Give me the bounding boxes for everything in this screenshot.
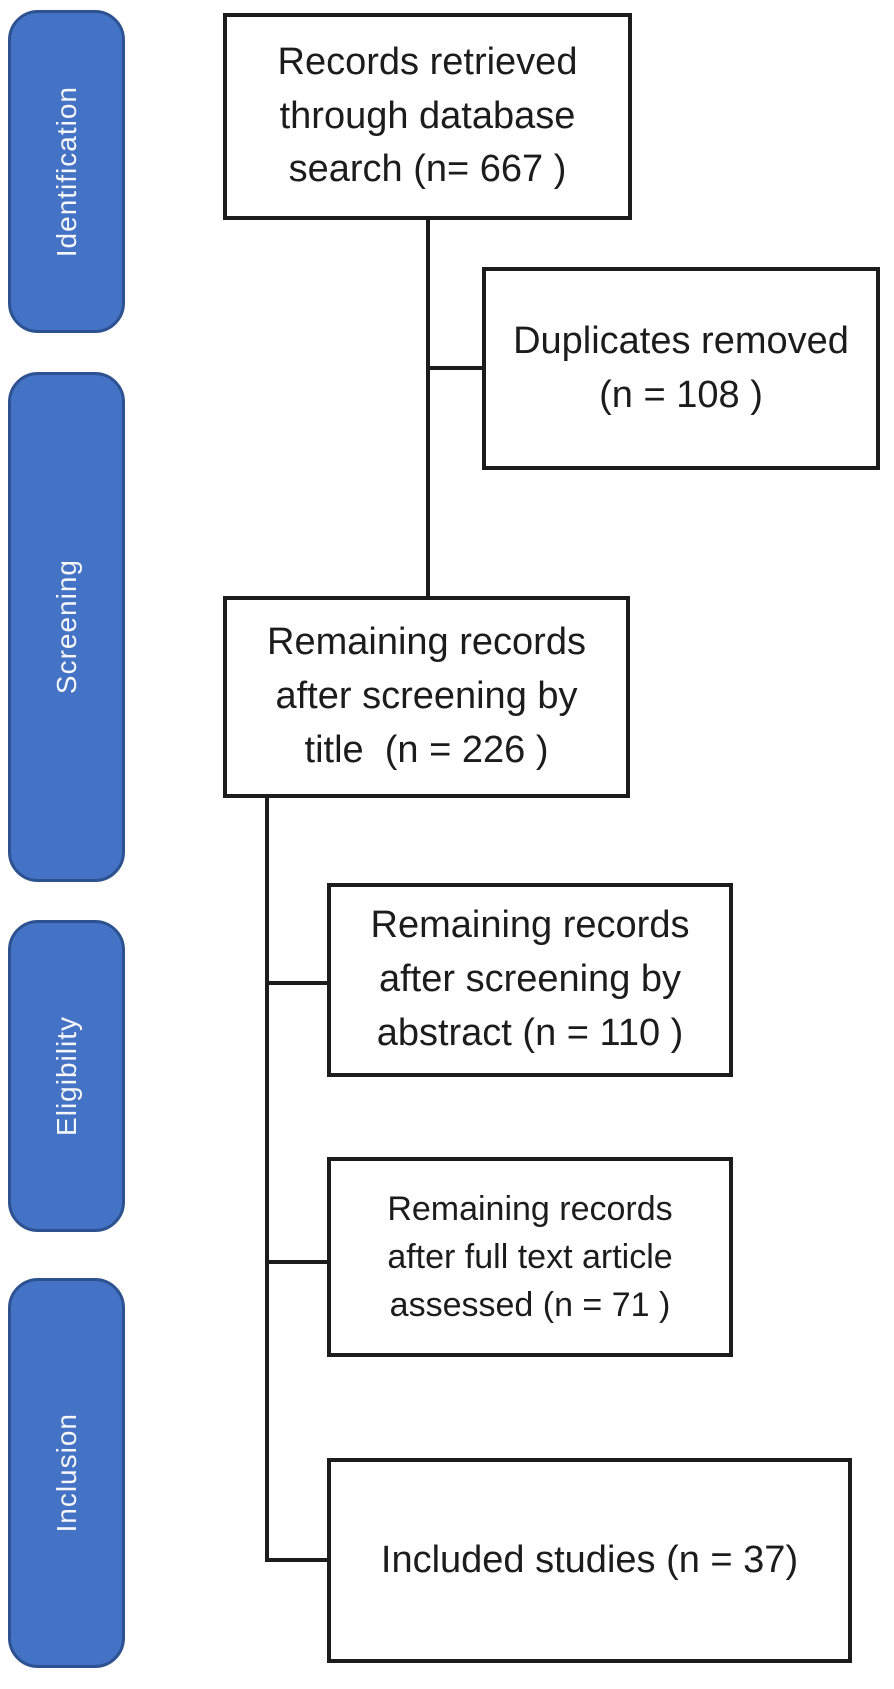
stage-identification: Identification: [8, 10, 125, 333]
flow-box-screened-by-title: Remaining records after screening by tit…: [223, 596, 630, 798]
connector-branch-abstract-screening: [265, 981, 327, 985]
flow-box-text-line: after screening by: [378, 958, 682, 1001]
flow-box-text-line: Included studies (n = 37): [380, 1538, 799, 1581]
flow-box-screened-by-abstract: Remaining records after screening by abs…: [327, 883, 733, 1077]
stage-screening-label: Screening: [50, 559, 82, 695]
flow-box-included-studies: Included studies (n = 37): [327, 1458, 852, 1663]
connector-branch-included-studies: [265, 1558, 327, 1562]
flow-box-records-retrieved: Records retrieved through database searc…: [223, 13, 632, 220]
stage-inclusion-label: Inclusion: [50, 1413, 82, 1533]
flow-box-text-line: through database: [279, 94, 576, 137]
flow-box-text-line: title (n = 226 ): [304, 728, 549, 771]
connector-title-screening-trunk: [265, 798, 269, 1562]
flow-box-text-line: after full text article: [387, 1237, 673, 1276]
flow-box-text-line: search (n= 667 ): [288, 148, 567, 191]
stage-eligibility: Eligibility: [8, 920, 125, 1232]
flow-box-text-line: Records retrieved: [277, 40, 578, 83]
flow-box-text-line: abstract (n = 110 ): [376, 1011, 684, 1054]
flow-box-text-line: Remaining records: [267, 621, 586, 664]
connector-branch-fulltext-assessed: [265, 1260, 327, 1264]
stage-screening: Screening: [8, 372, 125, 882]
flow-box-text-line: after screening by: [275, 675, 578, 718]
flow-box-text-line: Remaining records: [387, 1189, 673, 1228]
flow-box-text-line: (n = 108 ): [599, 373, 763, 416]
flow-box-duplicates-removed: Duplicates removed (n = 108 ): [482, 267, 880, 470]
stage-identification-label: Identification: [50, 85, 82, 258]
stage-inclusion: Inclusion: [8, 1278, 125, 1668]
flow-box-text-line: Remaining records: [370, 904, 690, 947]
flow-box-text-line: Duplicates removed: [513, 319, 849, 362]
connector-records-to-title-screening: [426, 220, 430, 596]
stage-eligibility-label: Eligibility: [50, 1016, 82, 1136]
connector-branch-duplicates-removed: [426, 366, 482, 370]
flow-box-text-line: assessed (n = 71 ): [389, 1286, 671, 1325]
flow-box-fulltext-assessed: Remaining records after full text articl…: [327, 1157, 733, 1357]
